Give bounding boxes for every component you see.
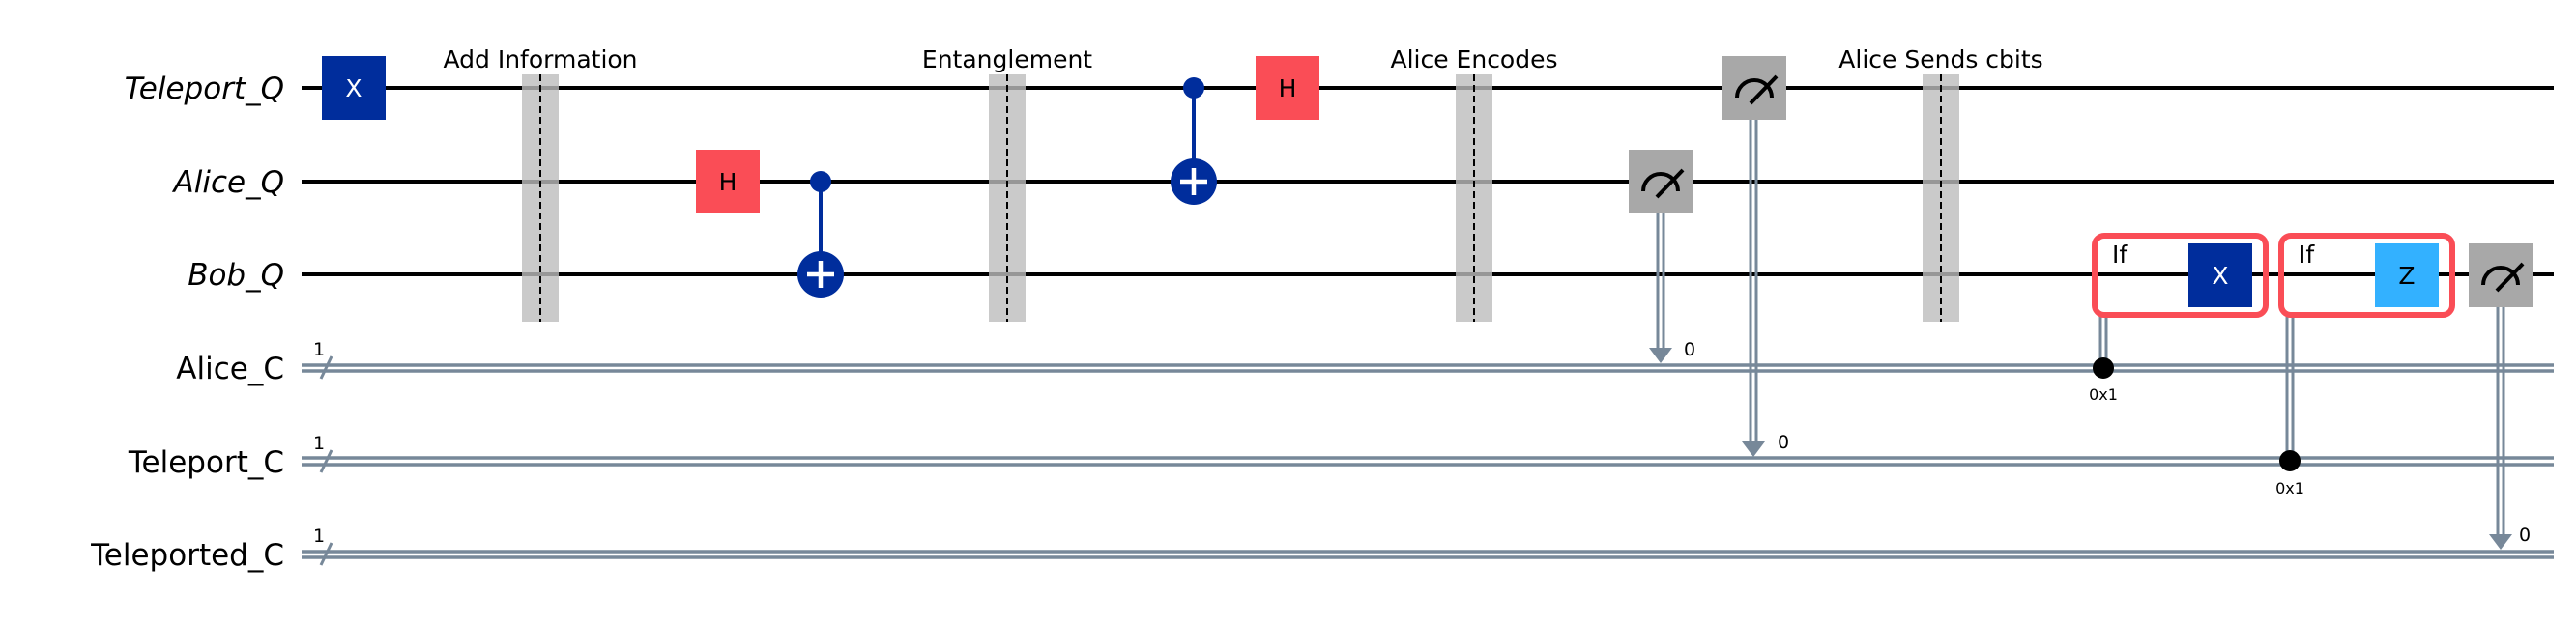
measure-bob-q[interactable]: 0 bbox=[2469, 243, 2533, 550]
barrier-label: Alice Sends cbits bbox=[1838, 45, 2042, 73]
measure-alice-q[interactable]: 0 bbox=[1629, 150, 1695, 363]
register-labels: Teleport_Q Alice_Q Bob_Q Alice_C Telepor… bbox=[90, 71, 284, 573]
barrier-label: Add Information bbox=[443, 45, 637, 73]
svg-text:H: H bbox=[1279, 74, 1297, 102]
register-size-teleport-c: 1 bbox=[313, 433, 325, 454]
cnot-gate[interactable] bbox=[1171, 77, 1217, 205]
bundle-slash-icon bbox=[319, 355, 333, 380]
if-box bbox=[2092, 233, 2269, 318]
classical-control-dot bbox=[2093, 357, 2114, 379]
register-size-markers: 1 1 1 bbox=[313, 339, 333, 566]
barrier-entanglement[interactable]: Entanglement bbox=[922, 45, 1092, 322]
meter-icon bbox=[2481, 262, 2525, 293]
clbit-label-teleported-c: Teleported_C bbox=[90, 538, 284, 573]
x-gate: X bbox=[2212, 262, 2228, 290]
control-dot bbox=[1183, 77, 1204, 99]
qubit-wires bbox=[302, 86, 2554, 276]
control-dot bbox=[810, 171, 831, 192]
qubit-label-bob-q: Bob_Q bbox=[188, 258, 284, 293]
classical-wires bbox=[302, 363, 2554, 559]
if-label: If bbox=[2299, 241, 2315, 269]
svg-text:H: H bbox=[719, 168, 738, 196]
if-box bbox=[2278, 233, 2455, 318]
if-label: If bbox=[2112, 241, 2128, 269]
condition-value: 0x1 bbox=[2275, 479, 2304, 497]
barrier-label: Entanglement bbox=[922, 45, 1092, 73]
condition-value: 0x1 bbox=[2089, 385, 2118, 404]
cnot-gate[interactable] bbox=[797, 171, 844, 298]
barrier-alice-sends-cbits[interactable]: Alice Sends cbits bbox=[1838, 45, 2043, 322]
barrier-alice-encodes[interactable]: Alice Encodes bbox=[1390, 45, 1558, 322]
bundle-slash-icon bbox=[319, 542, 333, 566]
measure-teleport-q[interactable]: 0 bbox=[1722, 56, 1789, 457]
x-gate[interactable]: X bbox=[322, 56, 386, 120]
h-gate[interactable]: H bbox=[696, 150, 760, 213]
meter-icon bbox=[1735, 74, 1779, 105]
svg-text:X: X bbox=[345, 74, 362, 102]
z-gate: Z bbox=[2398, 262, 2415, 290]
measure-bit-label: 0 bbox=[1684, 339, 1695, 360]
clbit-label-alice-c: Alice_C bbox=[176, 352, 284, 386]
if-block-x[interactable]: 0x1 If X bbox=[2089, 233, 2269, 404]
wire-teleport-c bbox=[302, 456, 2554, 467]
barrier-label: Alice Encodes bbox=[1390, 45, 1557, 73]
if-block-z[interactable]: 0x1 If Z bbox=[2275, 233, 2455, 497]
h-gate[interactable]: H bbox=[1256, 56, 1319, 120]
register-size-teleported-c: 1 bbox=[313, 526, 325, 547]
measure-bit-label: 0 bbox=[1778, 432, 1789, 453]
wire-alice-c bbox=[302, 363, 2554, 373]
qubit-label-alice-q: Alice_Q bbox=[172, 165, 284, 200]
register-size-alice-c: 1 bbox=[313, 339, 325, 360]
clbit-label-teleport-c: Teleport_C bbox=[128, 445, 284, 480]
measure-bit-label: 0 bbox=[2519, 525, 2531, 546]
qubit-label-teleport-q: Teleport_Q bbox=[125, 71, 284, 106]
bundle-slash-icon bbox=[319, 449, 333, 473]
meter-icon bbox=[1641, 168, 1685, 199]
wire-teleported-c bbox=[302, 550, 2554, 559]
barrier-add-information[interactable]: Add Information bbox=[443, 45, 638, 322]
classical-control-dot bbox=[2279, 450, 2301, 471]
